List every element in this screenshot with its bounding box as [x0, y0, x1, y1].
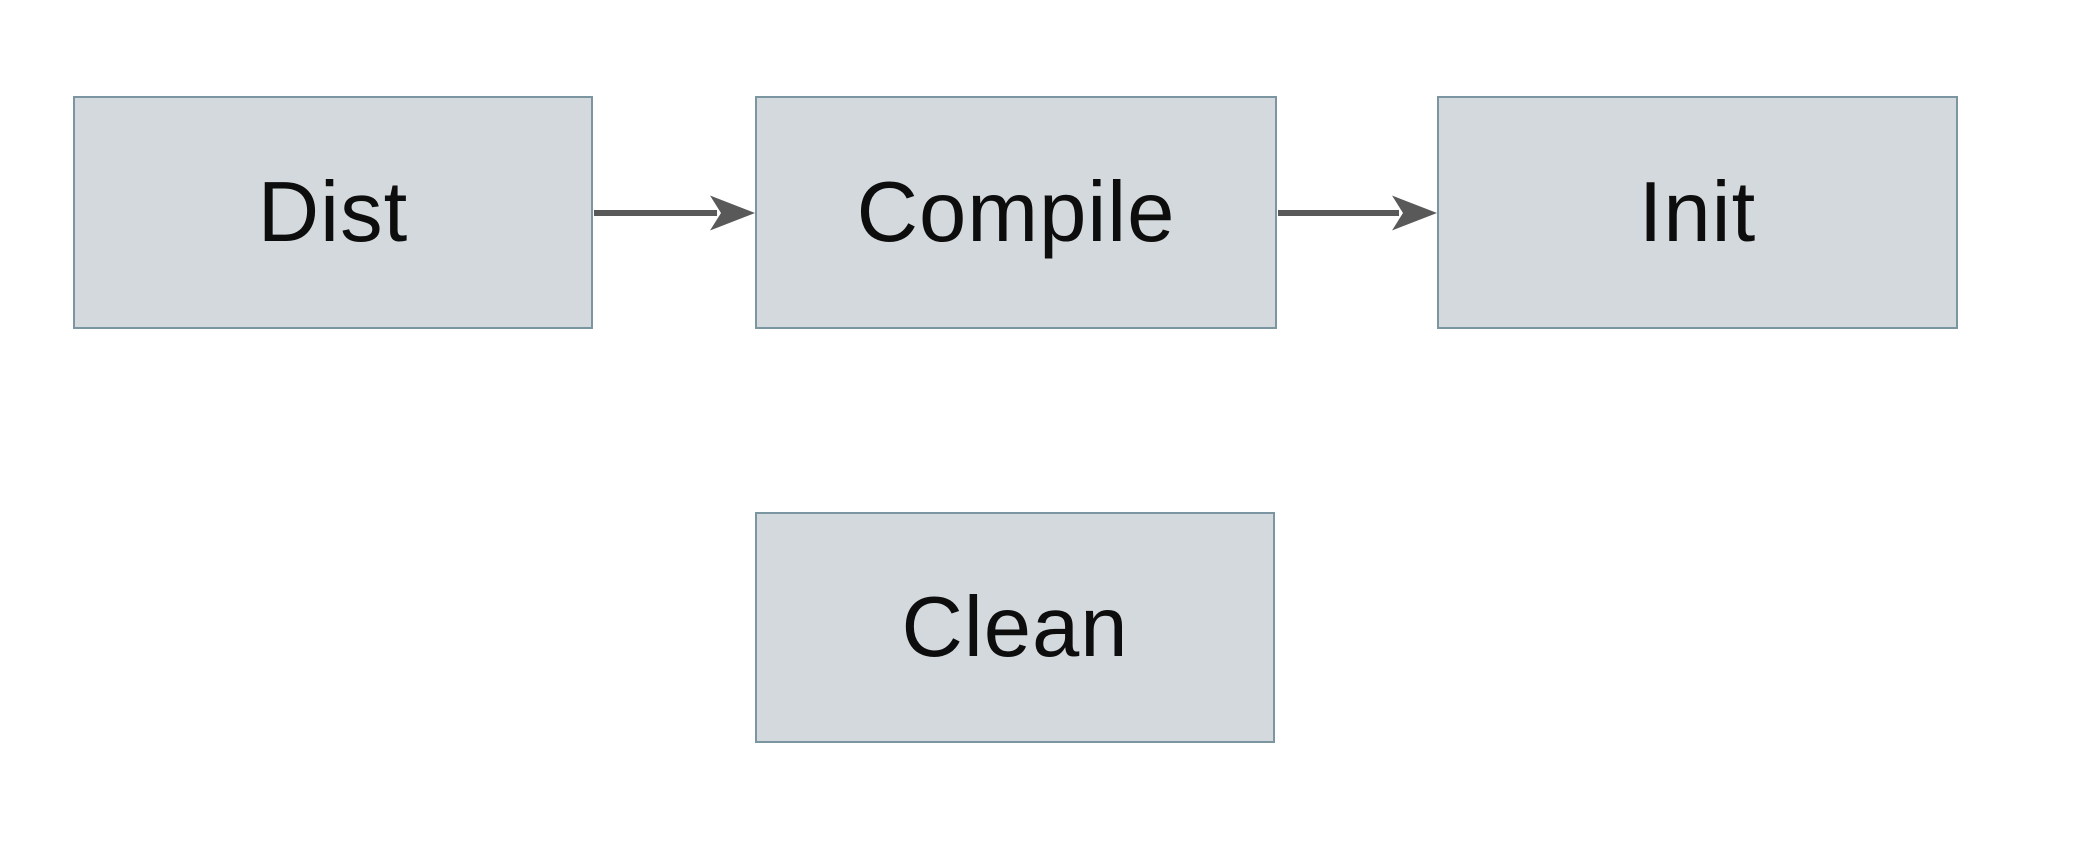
node-compile-label: Compile [856, 165, 1176, 260]
node-clean-label: Clean [901, 580, 1129, 675]
arrow-compile-to-init [1278, 195, 1437, 231]
arrow-dist-to-compile [594, 195, 755, 231]
node-init-label: Init [1638, 165, 1757, 260]
node-dist: Dist [73, 96, 593, 329]
node-dist-label: Dist [257, 165, 409, 260]
node-init: Init [1437, 96, 1958, 329]
arrow-head [710, 195, 755, 231]
node-compile: Compile [755, 96, 1277, 329]
node-clean: Clean [755, 512, 1275, 743]
arrow-head [1392, 195, 1437, 231]
